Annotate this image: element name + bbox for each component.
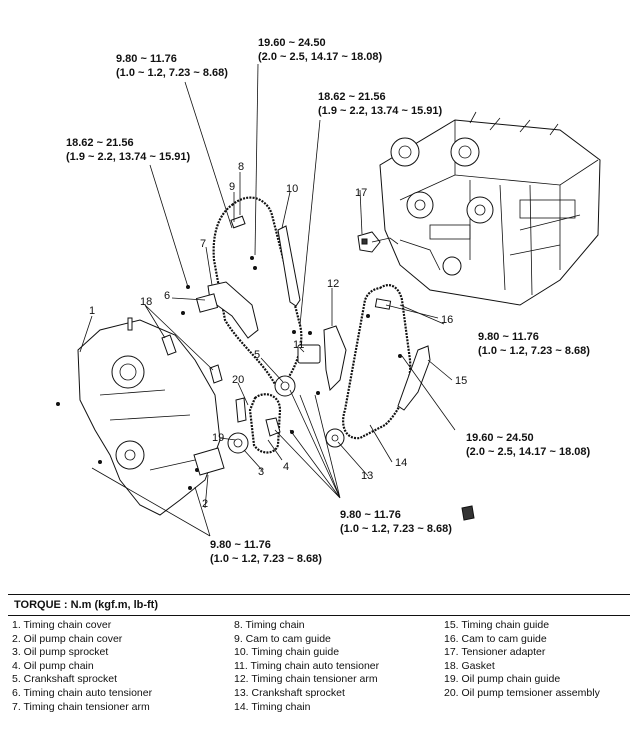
callout-7: 7 — [200, 238, 206, 250]
gasket-part-2 — [209, 364, 223, 384]
torque-spec-1-line1: 9.80 ~ 11.76 — [116, 53, 177, 65]
auto-tensioner-6-part — [195, 293, 219, 313]
callout-11: 11 — [293, 339, 304, 351]
exploded-diagram: 9.80 ~ 11.76 (1.0 ~ 1.2, 7.23 ~ 8.68) 19… — [56, 37, 601, 565]
legend-item: 19. Oil pump chain guide — [444, 673, 561, 686]
torque-spec-3-line2: (1.9 ~ 2.2, 13.74 ~ 15.91) — [318, 105, 442, 117]
legend-item: 6. Timing chain auto tensioner — [12, 686, 153, 699]
legend-item: 14. Timing chain — [234, 700, 311, 713]
timing-chain-right — [342, 284, 412, 440]
legend-item: 9. Cam to cam guide — [234, 632, 331, 645]
legend-item: 10. Timing chain guide — [234, 646, 340, 659]
torque-spec-3-line1: 18.62 ~ 21.56 — [318, 91, 386, 103]
callout-13: 13 — [361, 470, 373, 482]
torque-spec-6-line2: (2.0 ~ 2.5, 14.17 ~ 18.08) — [466, 446, 590, 458]
bolt-markers — [56, 256, 402, 490]
timing-chain-cover-part — [77, 317, 221, 516]
legend-item: 4. Oil pump chain — [12, 659, 94, 672]
legend-column-1: 1. Timing chain cover 2. Oil pump chain … — [12, 619, 152, 714]
torque-spec-5-line2: (1.0 ~ 1.2, 7.23 ~ 8.68) — [478, 345, 590, 357]
callout-1: 1 — [89, 305, 95, 317]
legend-item: 11. Timing chain auto tensioner — [234, 659, 380, 672]
gasket-part — [161, 334, 177, 356]
callout-5: 5 — [254, 349, 260, 361]
callout-18: 18 — [140, 296, 152, 308]
engine-block-illustration — [379, 111, 601, 306]
torque-spec-6-line1: 19.60 ~ 24.50 — [466, 432, 534, 444]
callout-2: 2 — [202, 498, 208, 510]
torque-spec-5-line1: 9.80 ~ 11.76 — [478, 331, 539, 343]
callout-9: 9 — [229, 181, 235, 193]
legend-title: TORQUE : N.m (kgf.m, lb-ft) — [14, 599, 159, 611]
callout-20: 20 — [232, 374, 244, 386]
callout-4: 4 — [283, 461, 289, 473]
legend-item: 8. Timing chain — [234, 619, 305, 631]
tensioner-adapter-part — [357, 231, 399, 253]
torque-spec-1-line2: (1.0 ~ 1.2, 7.23 ~ 8.68) — [116, 67, 228, 79]
callout-16: 16 — [441, 314, 453, 326]
leader-lines — [79, 63, 456, 537]
auto-tensioner-11-part — [297, 344, 321, 364]
callout-17: 17 — [355, 187, 367, 199]
callout-19: 19 — [212, 432, 224, 444]
callout-8: 8 — [238, 161, 244, 173]
callout-12: 12 — [327, 278, 339, 290]
crankshaft-sprocket-13-part — [325, 428, 345, 448]
legend-item: 13. Crankshaft sprocket — [234, 686, 345, 699]
legend-item: 7. Timing chain tensioner arm — [12, 700, 150, 713]
crankshaft-sprocket-5-part — [274, 375, 296, 397]
torque-spec-8-line1: 9.80 ~ 11.76 — [210, 539, 271, 551]
legend-item: 2. Oil pump chain cover — [12, 632, 123, 645]
legend-item: 20. Oil pump temsioner assembly — [444, 686, 600, 699]
oil-pump-chain-part — [248, 393, 282, 454]
legend-item: 3. Oil pump sprocket — [12, 646, 109, 659]
oil-pump-sprocket-3-part — [227, 432, 249, 454]
callout-10: 10 — [286, 183, 298, 195]
torque-spec-8-line2: (1.0 ~ 1.2, 7.23 ~ 8.68) — [210, 553, 322, 565]
torque-spec-2-line2: (2.0 ~ 2.5, 14.17 ~ 18.08) — [258, 51, 382, 63]
callout-14: 14 — [395, 457, 407, 469]
legend-item: 1. Timing chain cover — [12, 619, 112, 631]
torque-spec-4-line1: 18.62 ~ 21.56 — [66, 137, 134, 149]
callout-15: 15 — [455, 375, 467, 387]
legend-column-3: 15. Timing chain guide 16. Cam to cam gu… — [444, 619, 600, 701]
legend-item: 17. Tensioner adapter — [444, 646, 546, 659]
legend-item: 15. Timing chain guide — [444, 619, 550, 631]
callout-3: 3 — [258, 466, 264, 478]
oil-pump-chain-guide-part — [235, 397, 247, 423]
cam-to-cam-guide-16-part — [374, 298, 392, 310]
legend-item: 5. Crankshaft sprocket — [12, 673, 118, 686]
timing-chain-guide-15-part — [397, 345, 431, 411]
legend-panel: TORQUE : N.m (kgf.m, lb-ft) 1. Timing ch… — [8, 594, 630, 735]
timing-chain-guide-10-part — [277, 225, 301, 307]
torque-spec-2-line1: 19.60 ~ 24.50 — [258, 37, 326, 49]
cam-to-cam-guide-9-part — [230, 215, 246, 229]
torque-spec-7-line2: (1.0 ~ 1.2, 7.23 ~ 8.68) — [340, 523, 452, 535]
callout-6: 6 — [164, 290, 170, 302]
legend-item: 16. Cam to cam guide — [444, 632, 547, 645]
small-gasket-piece — [461, 505, 475, 521]
legend-divider — [8, 615, 630, 616]
legend-item: 18. Gasket — [444, 659, 495, 672]
legend-column-2: 8. Timing chain 9. Cam to cam guide 10. … — [234, 619, 379, 714]
legend-item: 12. Timing chain tensioner arm — [234, 673, 378, 686]
tensioner-arm-12-part — [323, 325, 347, 392]
tensioner-arm-7-part — [207, 281, 259, 339]
torque-spec-7-line1: 9.80 ~ 11.76 — [340, 509, 401, 521]
torque-spec-4-line2: (1.9 ~ 2.2, 13.74 ~ 15.91) — [66, 151, 190, 163]
